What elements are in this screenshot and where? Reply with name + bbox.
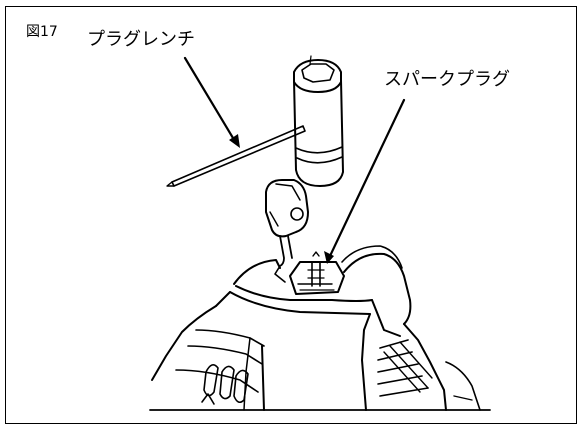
plug-wrench-label: プラグレンチ bbox=[87, 29, 195, 50]
spark-plug-label: スパークプラグ bbox=[384, 69, 510, 90]
figure-number: 図17 bbox=[26, 24, 58, 40]
engine-housing-drawing bbox=[149, 245, 491, 411]
wrench-leader-arrow bbox=[183, 56, 240, 148]
spark-plug-leader-arrow bbox=[324, 98, 406, 264]
plug-cap-drawing bbox=[265, 179, 309, 283]
spark-plug-drawing bbox=[307, 251, 325, 287]
plug-wrench-drawing bbox=[166, 55, 344, 187]
